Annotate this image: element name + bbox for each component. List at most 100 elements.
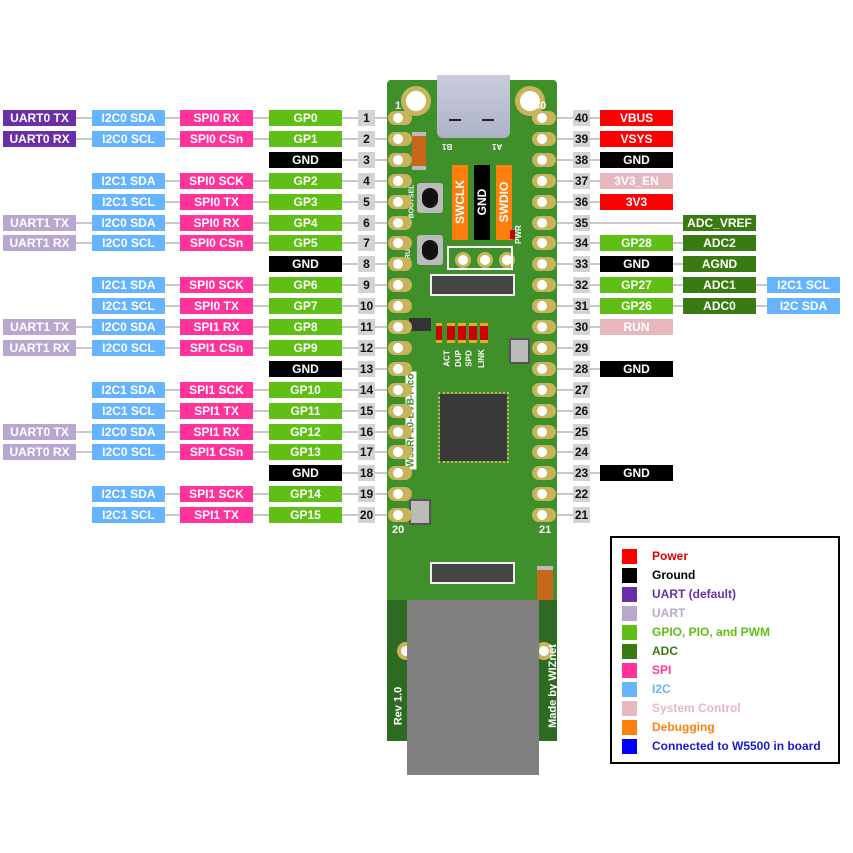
spi-label: SPI0 RX: [180, 214, 253, 231]
legend-swatch: [622, 701, 637, 716]
legend-swatch: [622, 682, 637, 697]
connector-line: [253, 284, 269, 287]
pin-pad: [532, 194, 556, 209]
oscillator: [409, 499, 431, 525]
connector-line: [375, 451, 389, 454]
legend-label: Connected to W5500 in board: [652, 739, 821, 753]
pin-pad: [532, 466, 556, 481]
connector-line: [342, 451, 358, 454]
power-label: 3V3: [600, 193, 673, 210]
run-button[interactable]: [417, 235, 443, 265]
connector-line: [756, 284, 767, 287]
connector-line: [165, 200, 180, 203]
connector-line: [557, 326, 573, 328]
spi-label: SPI0 TX: [180, 298, 253, 315]
pin-number: 1: [358, 110, 375, 126]
i2c-label: I2C0 SCL: [92, 130, 165, 147]
connector-line: [375, 284, 389, 287]
i2c-label: I2C SDA: [767, 298, 840, 315]
i2c-label: I2C1 SCL: [92, 507, 165, 524]
pin-number: 24: [573, 444, 590, 461]
uart-label: UART1 TX: [3, 319, 76, 335]
led-label: ACT: [442, 350, 452, 367]
connector-line: [673, 242, 683, 245]
pin-pad: [388, 111, 412, 125]
pin-number: 2: [358, 130, 375, 147]
adc-label: AGND: [683, 256, 756, 273]
revision-label: Rev 1.0: [392, 686, 405, 726]
pin-number: 21: [573, 507, 590, 524]
pin-number: 14: [358, 381, 375, 398]
connector-line: [590, 284, 600, 287]
pin-number: 20: [358, 507, 375, 524]
gpio-label: GP5: [269, 235, 342, 252]
legend-swatch: [622, 606, 637, 621]
gpio-label: GND: [269, 151, 342, 168]
connector-line: [342, 263, 358, 266]
connector-line: [375, 242, 389, 245]
connector-line: [342, 367, 358, 370]
pin-header-top: [430, 274, 515, 296]
connector-line: [557, 158, 573, 161]
pin-pad: [388, 361, 412, 376]
led-label: SPD: [464, 350, 474, 367]
connector-line: [165, 117, 180, 119]
connector-line: [557, 388, 573, 391]
pin-pad: [388, 278, 412, 293]
connector-line: [557, 367, 573, 370]
connector-line: [375, 430, 389, 433]
connector-line: [76, 137, 92, 140]
connector-line: [557, 284, 573, 287]
connector-line: [253, 388, 269, 391]
connector-line: [165, 137, 180, 140]
connector-line: [165, 430, 180, 433]
pin-number: 8: [358, 256, 375, 273]
pin-pad: [532, 445, 556, 460]
connector-line: [76, 430, 92, 433]
i2c-label: I2C1 SCL: [767, 277, 840, 294]
ethernet-connector: [407, 600, 539, 775]
gpio-label: GP28: [600, 235, 673, 252]
connector-line: [165, 451, 180, 454]
legend-label: Ground: [652, 568, 696, 582]
connector-line: [590, 326, 600, 328]
connector-line: [165, 388, 180, 391]
spi-label: SPI1 CSn: [180, 444, 253, 461]
connector-line: [375, 472, 389, 475]
pin-pad: [532, 403, 556, 418]
connector-line: [165, 514, 180, 517]
pin-number: 33: [573, 256, 590, 273]
adc-label: ADC0: [683, 298, 756, 315]
pin-pad: [388, 215, 412, 230]
connector-line: [590, 305, 600, 308]
gpio-label: GP6: [269, 277, 342, 294]
connector-line: [557, 346, 573, 349]
connector-line: [590, 221, 683, 224]
connector-line: [557, 263, 573, 266]
gpio-label: GP27: [600, 277, 673, 294]
debug-label: GND: [475, 188, 489, 216]
legend-swatch: [622, 720, 637, 735]
pin-pad: [532, 111, 556, 125]
spi-label: SPI0 CSn: [180, 235, 253, 252]
pin20-marker: 20: [392, 524, 405, 536]
pin-number: 40: [573, 110, 590, 126]
bootsel-button[interactable]: [417, 183, 443, 213]
pin-number: 37: [573, 172, 590, 189]
pin-number: 26: [573, 402, 590, 419]
connector-line: [557, 200, 573, 203]
connector-line: [375, 367, 389, 370]
pin-number: 16: [358, 423, 375, 440]
capacitor: [412, 132, 426, 170]
i2c-label: I2C1 SDA: [92, 172, 165, 189]
gpio-label: GP14: [269, 486, 342, 503]
pin-number: 9: [358, 277, 375, 294]
pin40-marker: 40: [534, 100, 547, 112]
connector-line: [342, 137, 358, 140]
ground-label: GND: [600, 465, 673, 482]
pin-number: 5: [358, 193, 375, 210]
connector-line: [76, 221, 92, 224]
spi-label: SPI1 RX: [180, 319, 253, 335]
system-label: 3V3_EN: [600, 172, 673, 189]
connector-line: [253, 451, 269, 454]
